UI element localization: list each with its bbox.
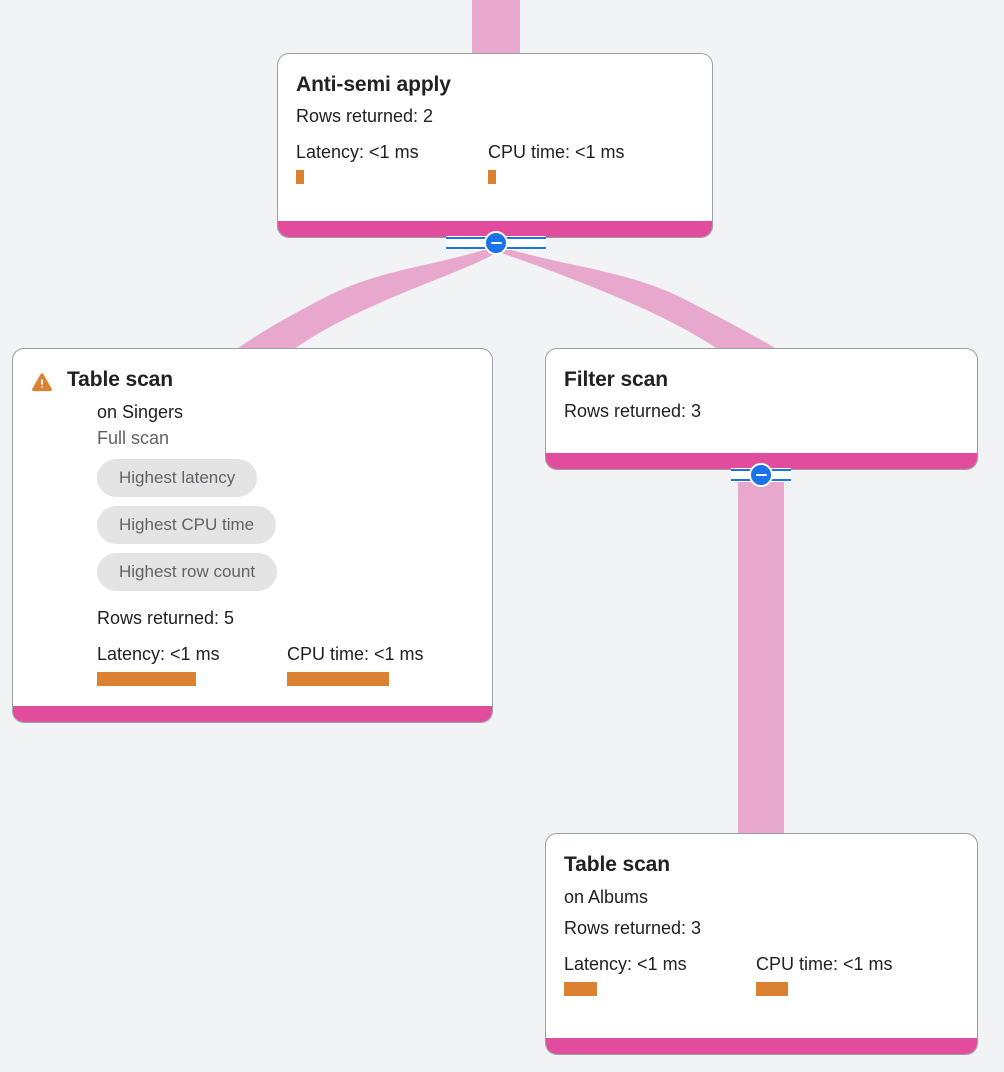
node-metrics: Latency: <1 ms CPU time: <1 ms	[31, 643, 474, 686]
metric-latency-label: Latency: <1 ms	[296, 142, 419, 162]
node-title: Table scan	[67, 368, 173, 391]
card-body: Table scan on Albums Rows returned: 3 La…	[546, 834, 977, 1054]
card-title-row: Filter scan	[564, 367, 959, 393]
card-accent-bar	[546, 453, 977, 469]
node-card-anti-semi-apply[interactable]: Anti-semi apply Rows returned: 2 Latency…	[277, 53, 713, 238]
node-rows-returned: Rows returned: 5	[97, 608, 235, 628]
metric-cpu-time-label: CPU time: <1 ms	[488, 142, 625, 162]
metric-latency: Latency: <1 ms	[296, 141, 488, 184]
node-title: Filter scan	[564, 368, 668, 391]
metric-cpu-time: CPU time: <1 ms	[488, 141, 625, 184]
warning-icon	[32, 373, 52, 392]
minus-icon[interactable]	[749, 463, 773, 487]
chip-highest-cpu-time[interactable]: Highest CPU time	[97, 506, 277, 544]
card-accent-bar	[546, 1038, 977, 1054]
metric-cpu-time-bar	[287, 672, 389, 686]
metric-cpu-time-label: CPU time: <1 ms	[287, 644, 424, 664]
node-rows-returned: Rows returned: 2	[296, 106, 434, 126]
card-body: Filter scan Rows returned: 3	[546, 349, 977, 469]
node-card-table-scan-albums[interactable]: Table scan on Albums Rows returned: 3 La…	[545, 833, 978, 1055]
metric-cpu-time-bar	[756, 982, 788, 996]
node-card-table-scan-singers[interactable]: Table scan on Singers Full scan Highest …	[12, 348, 493, 723]
card-title-row: Anti-semi apply	[296, 72, 694, 98]
metric-latency-label: Latency: <1 ms	[97, 644, 220, 664]
metric-cpu-time: CPU time: <1 ms	[756, 953, 893, 996]
chip-highest-latency[interactable]: Highest latency	[97, 459, 258, 497]
node-title: Anti-semi apply	[296, 73, 451, 96]
node-scan-type: Full scan	[97, 428, 170, 448]
metric-latency-bar	[296, 170, 304, 184]
edge-root-to-table-scan-singers	[232, 246, 498, 352]
edge-incoming-root	[472, 0, 520, 56]
node-chip-list: Highest latency Highest CPU time Highest…	[31, 459, 474, 600]
node-rows-returned: Rows returned: 3	[564, 401, 702, 421]
metric-latency: Latency: <1 ms	[564, 953, 756, 996]
node-metrics: Latency: <1 ms CPU time: <1 ms	[564, 953, 959, 996]
card-title-row: Table scan	[31, 367, 474, 393]
edge-root-to-filter-scan	[498, 246, 782, 352]
node-rows-returned: Rows returned: 3	[564, 918, 702, 938]
card-body: Anti-semi apply Rows returned: 2 Latency…	[278, 54, 712, 237]
toggle-anti-semi-apply[interactable]	[446, 230, 546, 256]
edge-filter-scan-to-table-scan-albums	[738, 470, 784, 842]
metric-cpu-time: CPU time: <1 ms	[287, 643, 424, 686]
metric-latency-bar	[564, 982, 597, 996]
metric-cpu-time-label: CPU time: <1 ms	[756, 954, 893, 974]
toggle-filter-scan[interactable]	[711, 462, 811, 488]
card-accent-bar	[13, 706, 492, 722]
node-card-filter-scan[interactable]: Filter scan Rows returned: 3	[545, 348, 978, 470]
metric-latency-bar	[97, 672, 196, 686]
node-title: Table scan	[564, 853, 670, 876]
minus-icon[interactable]	[484, 231, 508, 255]
metric-latency: Latency: <1 ms	[97, 643, 287, 686]
node-subtitle: on Albums	[564, 887, 649, 907]
card-title-row: Table scan	[564, 852, 959, 878]
node-subtitle: on Singers	[97, 402, 184, 422]
metric-latency-label: Latency: <1 ms	[564, 954, 687, 974]
card-accent-bar	[278, 221, 712, 237]
metric-cpu-time-bar	[488, 170, 496, 184]
node-metrics: Latency: <1 ms CPU time: <1 ms	[296, 141, 694, 184]
card-body: Table scan on Singers Full scan Highest …	[13, 349, 492, 722]
chip-highest-row-count[interactable]: Highest row count	[97, 553, 278, 591]
